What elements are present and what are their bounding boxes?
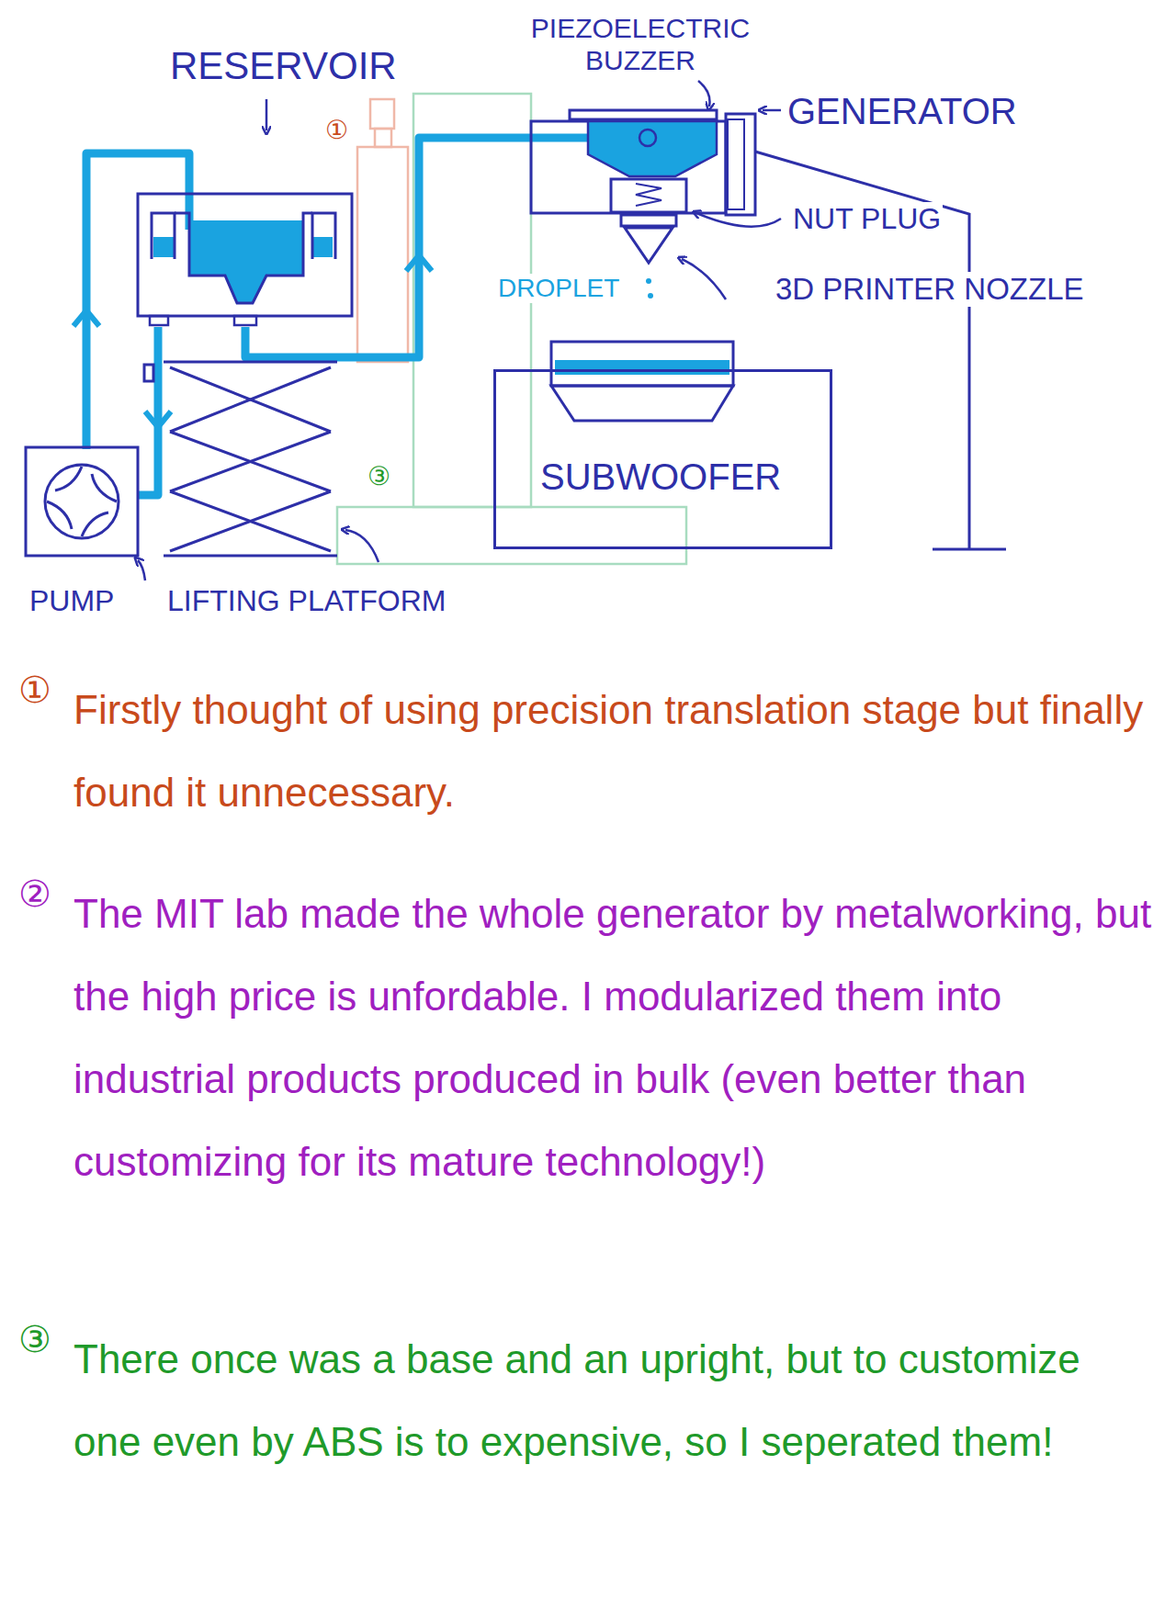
callout-number: ③ xyxy=(16,1318,54,1361)
callout-number: ① xyxy=(323,115,351,146)
translation-stage xyxy=(357,99,408,362)
stand xyxy=(755,151,1007,550)
leader-arrows xyxy=(137,80,781,581)
part-label: NUT PLUG xyxy=(791,202,943,237)
pump xyxy=(25,447,138,556)
part-label: GENERATOR xyxy=(785,90,1019,133)
note-text: The MIT lab made the whole generator by … xyxy=(73,872,1158,1204)
node-label: SUBWOOFER xyxy=(540,456,781,498)
callout-number: ② xyxy=(16,872,54,916)
subwoofer-box: SUBWOOFER xyxy=(493,369,833,550)
part-label: LIFTING PLATFORM xyxy=(165,584,448,619)
callout-number: ③ xyxy=(365,462,393,492)
part-label: PIEZOELECTRIC BUZZER xyxy=(509,12,771,77)
part-label: PUMP xyxy=(27,584,116,619)
part-label: RESERVOIR xyxy=(168,44,399,89)
lifting-platform xyxy=(144,361,338,556)
reservoir xyxy=(137,193,352,326)
callout-number: ① xyxy=(16,668,54,712)
subwoofer-cone xyxy=(551,341,734,421)
note-text: There once was a base and an upright, bu… xyxy=(73,1318,1158,1484)
part-label: DROPLET xyxy=(496,273,622,304)
part-label: 3D PRINTER NOZZLE xyxy=(773,271,1086,307)
generator xyxy=(531,110,756,299)
note-text: Firstly thought of using precision trans… xyxy=(73,668,1158,835)
water-pipes xyxy=(86,137,644,496)
